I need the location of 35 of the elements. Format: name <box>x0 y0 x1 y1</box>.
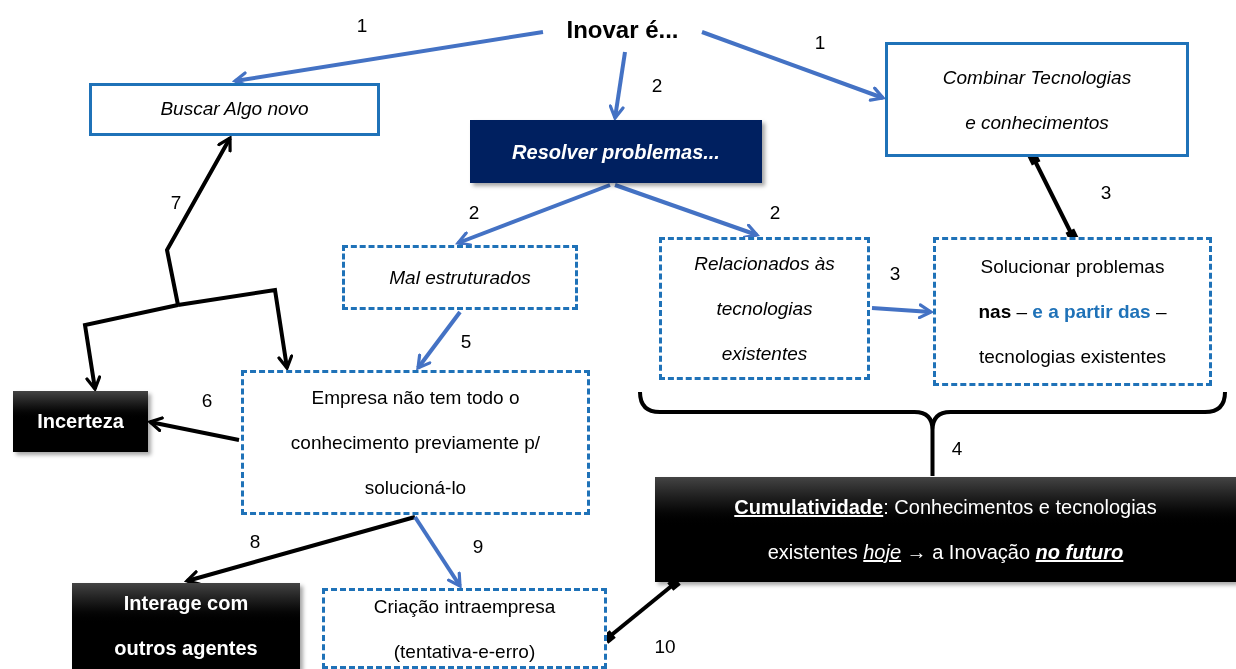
dashed-box <box>322 588 607 669</box>
arrow <box>456 183 611 247</box>
arrow <box>701 30 885 102</box>
arrow <box>614 183 759 239</box>
dashed-box <box>241 370 590 515</box>
concept-box <box>89 83 380 136</box>
node-text: Relacionados às tecnologias existentes <box>693 252 836 366</box>
node-text: Empresa não tem todo o conhecimento previamente p/ solucioná-lo <box>289 386 542 500</box>
arrow <box>82 303 179 391</box>
arrow <box>416 310 462 370</box>
node-text: Inovar é... <box>566 15 679 45</box>
arrow <box>413 515 462 588</box>
arrow <box>177 287 294 370</box>
arrow <box>148 416 240 442</box>
node-text: Cumulatividade: Conhecimentos e tecnologias existentes hoje → a Inovação no futuro <box>733 494 1158 565</box>
arrow <box>164 136 232 306</box>
arrow <box>871 303 933 320</box>
concept-box <box>885 42 1189 157</box>
highlight-box <box>72 583 300 669</box>
node-text: Combinar Tecnologias e conhecimentos <box>941 65 1133 135</box>
node-text: Buscar Algo novo <box>160 97 309 122</box>
node-text: Incerteza <box>37 409 124 434</box>
dashed-box <box>933 237 1212 386</box>
highlight-box <box>655 477 1236 582</box>
node-text: Criação intraempresa (tentativa-e-erro) <box>372 594 557 664</box>
highlight-box <box>13 391 148 452</box>
node-text: Mal estruturados <box>389 266 531 290</box>
node-text: Resolver problemas... <box>512 139 720 165</box>
dashed-box <box>659 237 870 380</box>
node-text: Interage com outros agentes <box>113 591 259 661</box>
arrow <box>185 515 416 586</box>
node-text: Solucionar problemas nas – e a partir das – tecnologias existentes <box>977 255 1168 369</box>
dashed-box <box>342 245 578 310</box>
concept-box <box>470 120 762 183</box>
arrow <box>608 51 627 120</box>
